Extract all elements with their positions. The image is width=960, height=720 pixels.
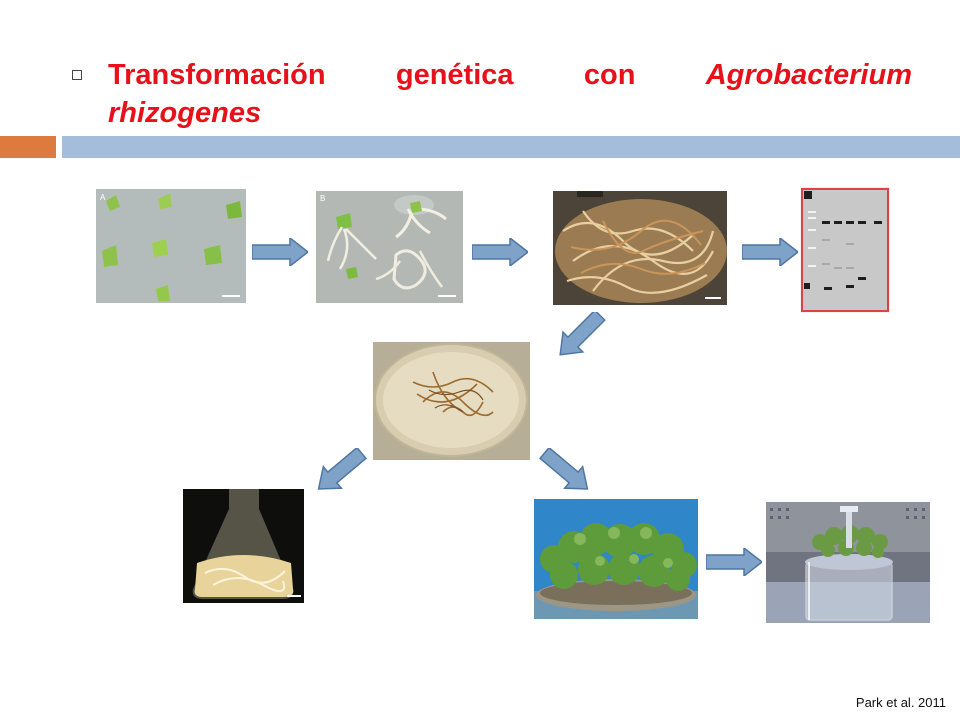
arrow-right-icon [706,548,762,576]
photo-flask-culture [183,489,304,603]
title-line-1: Transformación genética con Agrobacteriu… [108,58,912,92]
panel-label: B [320,194,325,203]
photo-regenerated-plantlets [534,499,698,619]
arrow-right-icon [742,238,798,266]
photo-pcr-gel [800,187,890,313]
photo-hairy-root-mass [553,191,727,305]
title-word: con [583,59,636,91]
header-bar [62,136,960,158]
panel-label: A [100,193,106,202]
arrow-down-left-icon [317,448,368,490]
arrow-down-left-icon [559,312,606,356]
arrow-right-icon [472,238,528,266]
photo-hairy-root-induction: B [316,191,463,303]
title-word: Transformación [108,59,326,91]
title-word: genética [395,59,514,91]
photo-bioreactor [766,502,930,623]
title-word-italic: Agrobacterium [705,59,912,91]
header-bar-accent [0,136,56,158]
arrow-right-icon [252,238,308,266]
photo-leaf-explants: A [96,189,246,303]
photo-root-petri-dish [373,342,530,460]
bullet-square-icon [72,70,82,80]
title-line-2: rhizogenes [108,97,262,129]
citation: Park et al. 2011 [855,695,946,710]
arrow-down-right-icon [538,448,589,490]
